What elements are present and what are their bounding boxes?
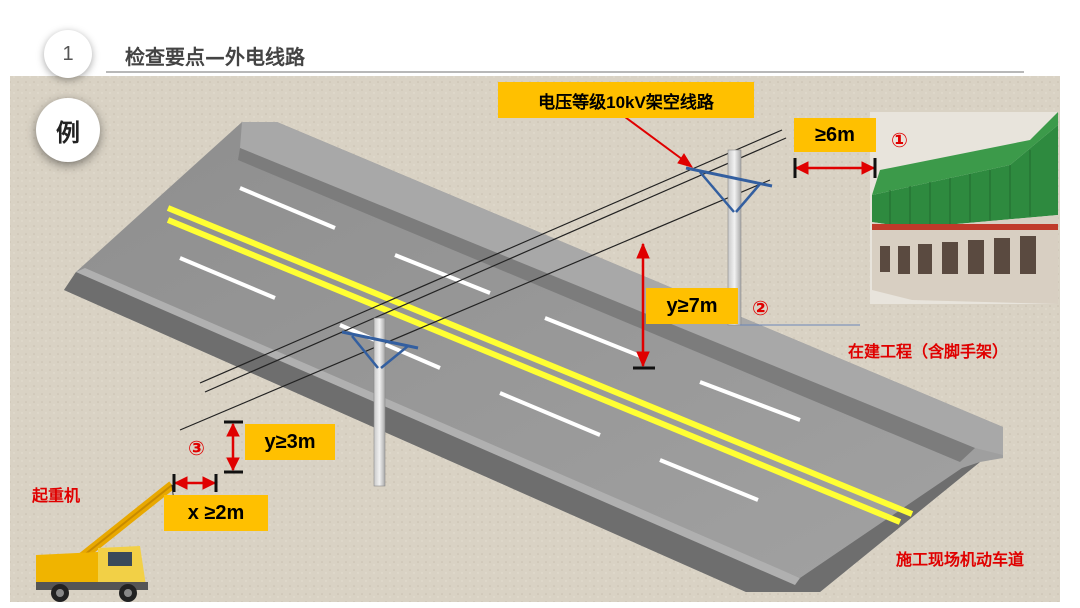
road-center-lines bbox=[166, 205, 914, 525]
building-caption: 在建工程（含脚手架） bbox=[848, 342, 1009, 361]
crane-horizontal-label: x ≥2m bbox=[164, 495, 268, 531]
crane-vertical-label: y≥3m bbox=[245, 424, 335, 460]
building-under-construction bbox=[870, 112, 1058, 304]
road-clearance-label: y≥7m bbox=[646, 288, 738, 324]
page-title: 检查要点—外电线路 bbox=[125, 45, 305, 69]
road-caption: 施工现场机动车道 bbox=[896, 550, 1025, 569]
dimension-arrows bbox=[173, 116, 876, 490]
building-distance-label: ≥6m bbox=[794, 118, 876, 152]
title-divider bbox=[106, 71, 1024, 73]
utility-pole-left bbox=[341, 317, 419, 487]
lane-markings bbox=[179, 186, 801, 502]
utility-pole-right bbox=[685, 149, 773, 326]
example-badge: 例 bbox=[36, 98, 100, 162]
power-wires bbox=[179, 129, 787, 431]
crane-caption: 起重机 bbox=[32, 486, 81, 505]
powerline-label: 电压等级10kV架空线路 bbox=[498, 82, 754, 118]
section-number: 1 bbox=[44, 30, 92, 78]
marker-1: ① bbox=[891, 128, 908, 152]
marker-3: ③ bbox=[188, 436, 205, 460]
dimension-ticks bbox=[172, 158, 877, 492]
truck-crane bbox=[36, 481, 177, 602]
marker-2: ② bbox=[752, 296, 769, 320]
